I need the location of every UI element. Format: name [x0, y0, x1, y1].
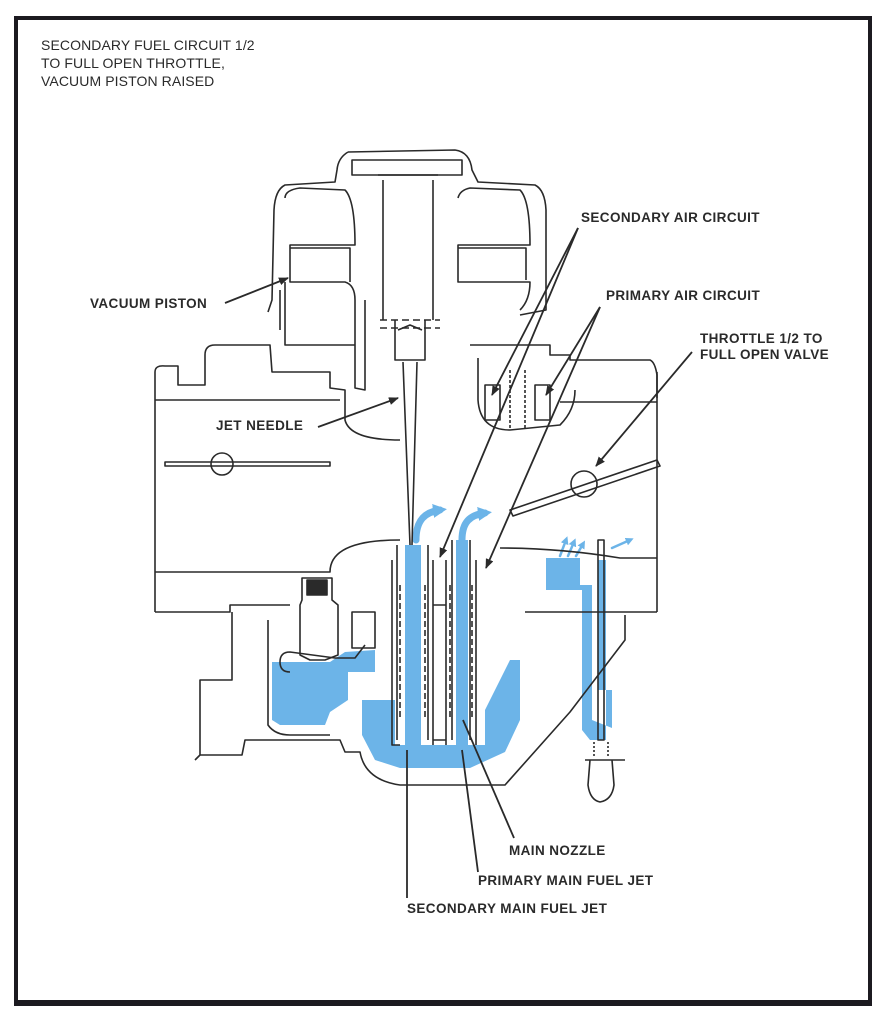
primary-nozzle-fuel [456, 540, 468, 750]
caption-line-3: VACUUM PISTON RAISED [41, 73, 215, 89]
label-secondary-air-circuit: SECONDARY AIR CIRCUIT [581, 210, 760, 225]
slow-flow-arrow-2 [566, 538, 577, 558]
left-shaft-boss [210, 452, 234, 476]
label-jet-needle: JET NEEDLE [216, 418, 304, 433]
primary-air-arrow-1 [545, 306, 601, 396]
caption-line-2: TO FULL OPEN THROTTLE, [41, 55, 225, 71]
jet-needle [402, 361, 418, 546]
top-cap [347, 149, 547, 316]
secondary-air-arrow-1 [491, 227, 579, 396]
leader-arrows [224, 227, 693, 898]
label-primary-main-fuel-jet: PRIMARY MAIN FUEL JET [478, 873, 654, 888]
slow-circuit-tube [597, 539, 605, 741]
label-primary-air-circuit: PRIMARY AIR CIRCUIT [606, 288, 761, 303]
label-secondary-main-fuel-jet: SECONDARY MAIN FUEL JET [407, 901, 608, 916]
bottom-well-fuel [362, 660, 520, 768]
vacuum-piston [290, 247, 527, 282]
secondary-nozzle-fuel [405, 545, 421, 750]
float-bowl-fuel-left [272, 650, 375, 725]
slow-circuit-fuel [546, 558, 612, 740]
vacuum-chamber-left [284, 187, 366, 391]
bypass-flow-arrow [610, 537, 634, 550]
fuel-areas [272, 540, 612, 768]
float-spring [351, 611, 376, 649]
needle-holder [394, 320, 426, 361]
primary-air-arrow-2 [485, 306, 601, 569]
venturi-upper [154, 344, 401, 441]
throttle-shaft [570, 470, 598, 498]
primary-flow-arrow [458, 506, 492, 544]
label-main-nozzle: MAIN NOZZLE [509, 843, 606, 858]
piston-column [378, 174, 438, 320]
slow-flow-arrow-1 [558, 536, 569, 558]
label-throttle-valve-line-1: THROTTLE 1/2 TO [700, 331, 823, 346]
float-bowl [194, 612, 626, 786]
fuel-flow-arrows [412, 503, 634, 558]
label-vacuum-piston: VACUUM PISTON [90, 296, 208, 311]
slow-flow-arrow-3 [574, 540, 586, 558]
secondary-nozzle [391, 545, 434, 746]
primary-jet-leader [461, 749, 479, 873]
vacuum-piston-arrow [224, 277, 289, 304]
diagram-caption: SECONDARY FUEL CIRCUIT 1/2 TO FULL OPEN … [41, 36, 255, 90]
vacuum-chamber-right [457, 187, 531, 311]
carburetor-body [154, 149, 661, 803]
label-throttle-valve-line-2: FULL OPEN VALVE [700, 347, 830, 362]
main-nozzle-leader [462, 719, 515, 839]
jet-needle-arrow [317, 397, 399, 428]
throttle-valve-plate [509, 459, 661, 517]
primary-nozzle [445, 540, 477, 745]
secondary-air-arrow-2 [439, 227, 579, 558]
secondary-flow-arrow [412, 503, 447, 544]
throttle-valve-arrow [595, 351, 693, 467]
left-shaft [164, 461, 331, 467]
caption-line-1: SECONDARY FUEL CIRCUIT 1/2 [41, 37, 255, 53]
float-valve [299, 577, 339, 661]
air-jet-left [484, 384, 501, 421]
air-jet-right [534, 384, 551, 421]
